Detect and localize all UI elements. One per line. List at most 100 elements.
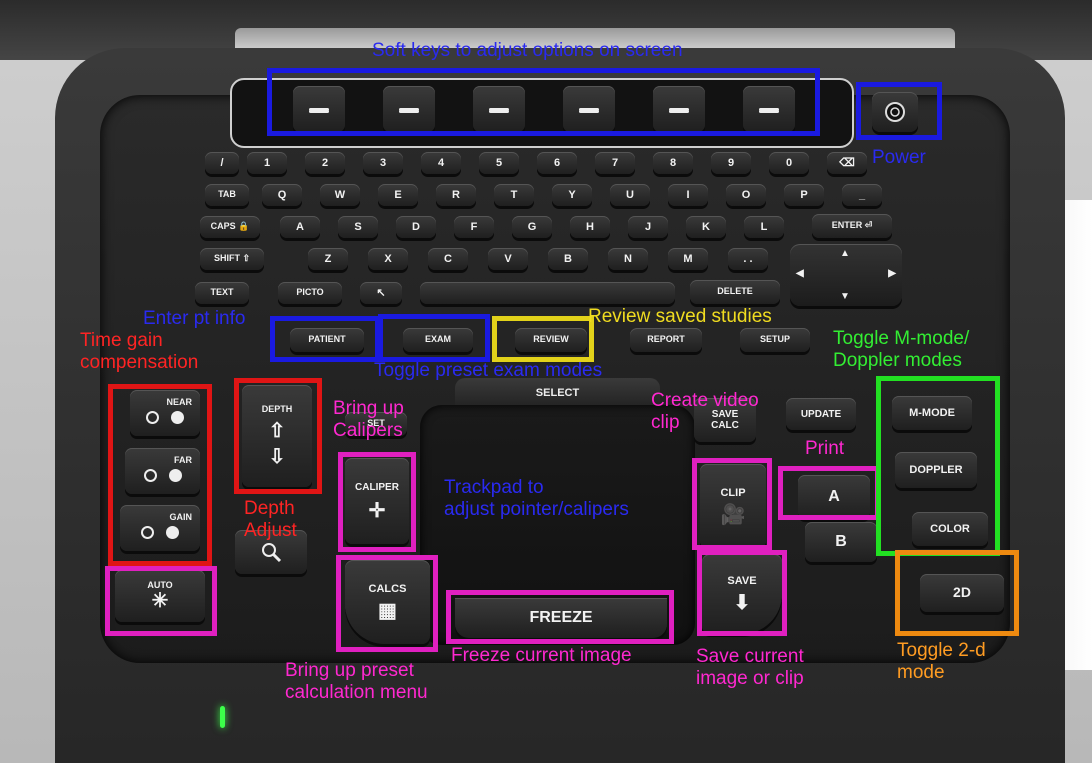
freeze-highlight	[446, 590, 674, 644]
near-increase-icon[interactable]	[171, 410, 184, 424]
freeze-button[interactable]: FREEZE	[455, 598, 667, 638]
crosshair-icon: ✛	[368, 499, 386, 522]
key-0[interactable]: 0	[769, 152, 809, 174]
key-o[interactable]: O	[726, 184, 766, 206]
arrow-pad[interactable]: ▲ ▼ ◀ ▶	[790, 244, 902, 306]
key-m[interactable]: M	[668, 248, 708, 270]
key-2[interactable]: 2	[305, 152, 345, 174]
key-q[interactable]: Q	[262, 184, 302, 206]
soft-key-3[interactable]	[473, 86, 525, 132]
soft-key-1[interactable]	[293, 86, 345, 132]
gain-increase-icon[interactable]	[166, 525, 179, 539]
key-d[interactable]: D	[396, 216, 436, 238]
key-backspace[interactable]: ⌫	[827, 152, 867, 174]
key-t[interactable]: T	[494, 184, 534, 206]
key-slash[interactable]: /	[205, 152, 239, 174]
key-v[interactable]: V	[488, 248, 528, 270]
key-p[interactable]: P	[784, 184, 824, 206]
two-d-button[interactable]: 2D	[920, 574, 1004, 612]
report-button[interactable]: REPORT	[630, 328, 702, 352]
key-tab[interactable]: TAB	[205, 184, 249, 206]
patient-button[interactable]: PATIENT	[290, 328, 364, 352]
arrow-right-icon[interactable]: ▶	[888, 268, 896, 279]
calcs-button[interactable]: CALCS ▦	[345, 560, 430, 644]
arrow-down-icon[interactable]: ▼	[840, 291, 850, 302]
key-y[interactable]: Y	[552, 184, 592, 206]
m-mode-button[interactable]: M-MODE	[892, 396, 972, 430]
auto-label: AUTO	[147, 580, 173, 591]
key-n[interactable]: N	[608, 248, 648, 270]
key-j[interactable]: J	[628, 216, 668, 238]
arrow-up-icon[interactable]: ⇧	[268, 419, 286, 442]
save-button[interactable]: SAVE ⬇	[702, 554, 782, 634]
far-decrease-icon[interactable]	[143, 468, 157, 482]
near-gain-key[interactable]: NEAR	[130, 390, 200, 436]
key-caps[interactable]: CAPS 🔒	[200, 216, 260, 238]
key-a[interactable]: A	[280, 216, 320, 238]
soft-key-2[interactable]	[383, 86, 435, 132]
select-button[interactable]: SELECT	[455, 378, 660, 408]
key-1[interactable]: 1	[247, 152, 287, 174]
key-f[interactable]: F	[454, 216, 494, 238]
arrow-down-icon[interactable]: ⇩	[268, 445, 286, 468]
set-button[interactable]: SET	[345, 412, 407, 436]
key-r[interactable]: R	[436, 184, 476, 206]
print-b-button[interactable]: B	[805, 522, 877, 562]
auto-button[interactable]: AUTO ✳	[115, 570, 205, 622]
key-g[interactable]: G	[512, 216, 552, 238]
key-c[interactable]: C	[428, 248, 468, 270]
key-u[interactable]: U	[610, 184, 650, 206]
key-underscore[interactable]: _	[842, 184, 882, 206]
save-calc-button[interactable]: SAVE CALC	[694, 398, 756, 442]
key-k[interactable]: K	[686, 216, 726, 238]
depth-key[interactable]: DEPTH ⇧ ⇩	[242, 385, 312, 487]
key-7[interactable]: 7	[595, 152, 635, 174]
key-z[interactable]: Z	[308, 248, 348, 270]
near-decrease-icon[interactable]	[146, 410, 159, 424]
key-pointer[interactable]: ↖	[360, 282, 402, 304]
key-dots[interactable]: . .	[728, 248, 768, 270]
key-text[interactable]: TEXT	[195, 282, 249, 304]
key-b[interactable]: B	[548, 248, 588, 270]
key-6[interactable]: 6	[537, 152, 577, 174]
exam-button[interactable]: EXAM	[403, 328, 473, 352]
gain-decrease-icon[interactable]	[141, 525, 154, 539]
color-button[interactable]: COLOR	[912, 512, 988, 546]
setup-button[interactable]: SETUP	[740, 328, 810, 352]
soft-key-4[interactable]	[563, 86, 615, 132]
key-shift[interactable]: SHIFT ⇧	[200, 248, 264, 270]
arrow-up-icon[interactable]: ▲	[840, 248, 850, 259]
key-h[interactable]: H	[570, 216, 610, 238]
soft-key-6[interactable]	[743, 86, 795, 132]
clip-button[interactable]: CLIP 🎥	[700, 464, 766, 548]
key-4[interactable]: 4	[421, 152, 461, 174]
key-8[interactable]: 8	[653, 152, 693, 174]
key-delete[interactable]: DELETE	[690, 280, 780, 304]
key-w[interactable]: W	[320, 184, 360, 206]
sparkle-icon: ✳	[151, 589, 169, 612]
key-picto[interactable]: PICTO	[278, 282, 342, 304]
key-space[interactable]	[420, 282, 675, 304]
key-l[interactable]: L	[744, 216, 784, 238]
key-x[interactable]: X	[368, 248, 408, 270]
far-gain-key[interactable]: FAR	[125, 448, 200, 494]
caliper-button[interactable]: CALIPER ✛	[345, 458, 409, 544]
key-5[interactable]: 5	[479, 152, 519, 174]
print-a-button[interactable]: A	[798, 475, 870, 519]
key-3[interactable]: 3	[363, 152, 403, 174]
key-enter[interactable]: ENTER ⏎	[812, 214, 892, 238]
power-button[interactable]	[872, 92, 918, 132]
key-e[interactable]: E	[378, 184, 418, 206]
key-9[interactable]: 9	[711, 152, 751, 174]
doppler-button[interactable]: DOPPLER	[895, 452, 977, 488]
key-i[interactable]: I	[668, 184, 708, 206]
review-button[interactable]: REVIEW	[515, 328, 587, 352]
gain-key[interactable]: GAIN	[120, 505, 200, 551]
zoom-button[interactable]	[235, 530, 307, 574]
key-s[interactable]: S	[338, 216, 378, 238]
far-increase-icon[interactable]	[168, 468, 182, 482]
arrow-left-icon[interactable]: ◀	[796, 268, 804, 279]
soft-key-5[interactable]	[653, 86, 705, 132]
update-button[interactable]: UPDATE	[786, 398, 856, 430]
